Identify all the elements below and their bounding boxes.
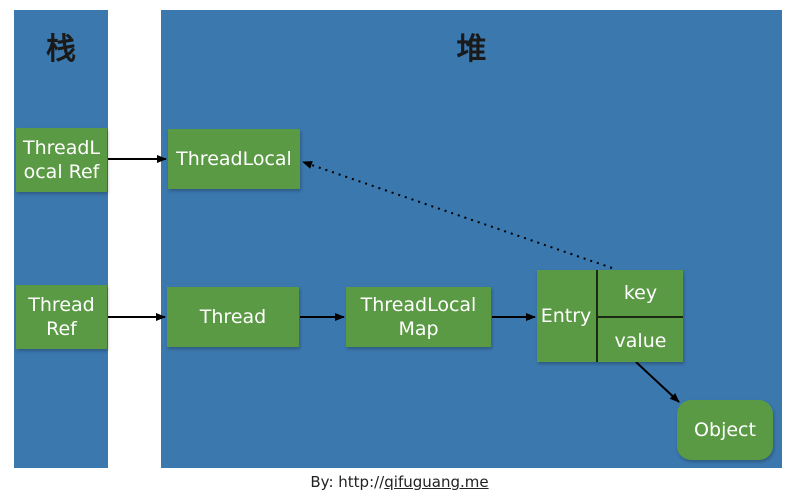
threadlocal-label: ThreadLocal [176, 148, 292, 170]
thread-ref-box: Thread Ref [16, 285, 107, 349]
thread-box: Thread [167, 287, 299, 347]
caption-link[interactable]: qifuguang.me [384, 473, 489, 491]
threadlocal-box: ThreadLocal [168, 129, 300, 189]
arrow-value-to-object [635, 361, 680, 403]
caption: By: http://qifuguang.me [0, 473, 799, 491]
stack-panel: 栈 [14, 10, 108, 468]
entry-divider-horizontal [596, 316, 683, 318]
caption-prefix: By: http:// [310, 473, 385, 491]
thread-ref-label: Thread Ref [28, 294, 95, 340]
threadlocal-map-label: ThreadLocal Map [360, 294, 477, 340]
heap-panel: 堆 [161, 10, 782, 468]
heap-title: 堆 [456, 32, 487, 67]
stack-title: 栈 [46, 32, 76, 67]
threadlocal-ref-label: ThreadL ocal Ref [22, 137, 101, 183]
arrow-key-to-threadlocal-weak [302, 161, 613, 269]
object-label: Object [694, 419, 756, 441]
thread-label: Thread [199, 306, 267, 328]
entry-box: Entry key value [537, 270, 683, 362]
threadlocal-ref-box: ThreadL ocal Ref [16, 128, 107, 192]
object-box: Object [677, 400, 773, 460]
threadlocal-map-box: ThreadLocal Map [346, 287, 491, 347]
entry-value-label: value [614, 330, 667, 352]
entry-label: Entry [540, 305, 592, 327]
entry-key-label: key [623, 282, 658, 304]
